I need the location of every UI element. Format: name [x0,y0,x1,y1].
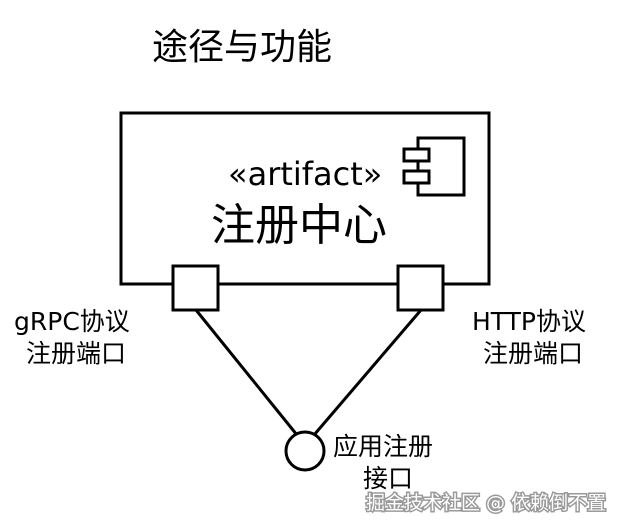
connector-left [194,309,299,436]
component-stereotype: «artifact» [228,155,382,193]
watermark: 掘金技术社区 @ 依赖倒不置 [366,492,606,514]
port-http-label-line1: HTTP协议 [472,307,586,336]
interface-label-line1: 应用注册 [333,432,433,461]
component-icon [402,136,466,197]
port-grpc-label-line1: gRPC协议 [14,307,130,336]
port-grpc-label-line2: 注册端口 [26,339,126,368]
port-http [396,264,445,312]
interface-label-line2: 接口 [363,464,413,493]
port-grpc [171,264,220,312]
connector-right [312,309,423,436]
component-name: 注册中心 [211,200,387,251]
port-http-label-line2: 注册端口 [483,339,583,368]
interface-circle [284,430,326,472]
diagram-title: 途径与功能 [152,27,332,68]
